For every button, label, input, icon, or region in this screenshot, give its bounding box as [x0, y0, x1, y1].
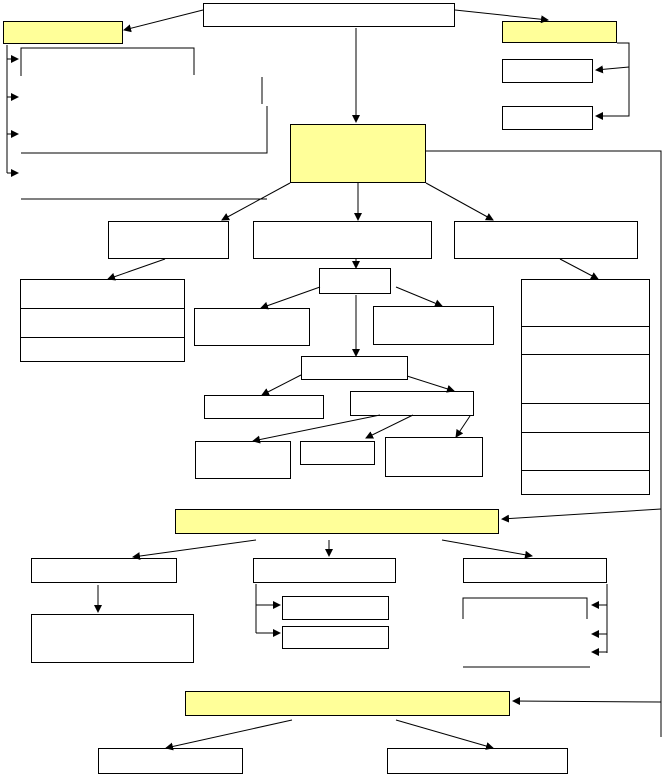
mid-left-box — [194, 308, 310, 346]
band1-box-left — [31, 558, 177, 583]
top-box — [203, 3, 455, 27]
right-list-divider — [521, 354, 650, 355]
mid-lower-right-box — [350, 391, 474, 416]
band1-box-middle — [253, 558, 396, 583]
central-highlight-box — [290, 124, 426, 183]
band-highlight-2 — [185, 691, 510, 716]
right-list — [521, 279, 650, 495]
right-highlight-box — [502, 21, 617, 43]
right-list-divider — [521, 326, 650, 327]
leaf-box-1 — [195, 441, 291, 479]
right-sub-box-1 — [502, 59, 593, 83]
level2-box-left — [108, 221, 229, 259]
mid-lower-left-box — [204, 395, 324, 419]
band1-mid-detail-1 — [282, 596, 389, 620]
right-list-divider — [521, 403, 650, 404]
right-list-divider — [521, 470, 650, 471]
level2-box-middle — [253, 221, 432, 259]
band1-left-detail — [31, 614, 194, 663]
band2-box-right — [387, 748, 568, 774]
band-highlight-1 — [175, 509, 499, 534]
band1-mid-detail-2 — [282, 626, 389, 649]
band1-box-right — [463, 558, 607, 583]
left-list-divider — [20, 308, 185, 309]
left-list-divider — [20, 337, 185, 338]
leaf-box-3 — [385, 437, 483, 477]
level2-box-right — [454, 221, 638, 259]
left-highlight-box — [3, 21, 123, 44]
leaf-box-2 — [300, 441, 375, 465]
left-list — [20, 279, 185, 362]
mid-right-box — [373, 306, 494, 345]
right-list-divider — [521, 432, 650, 433]
right-sub-box-2 — [502, 106, 593, 130]
